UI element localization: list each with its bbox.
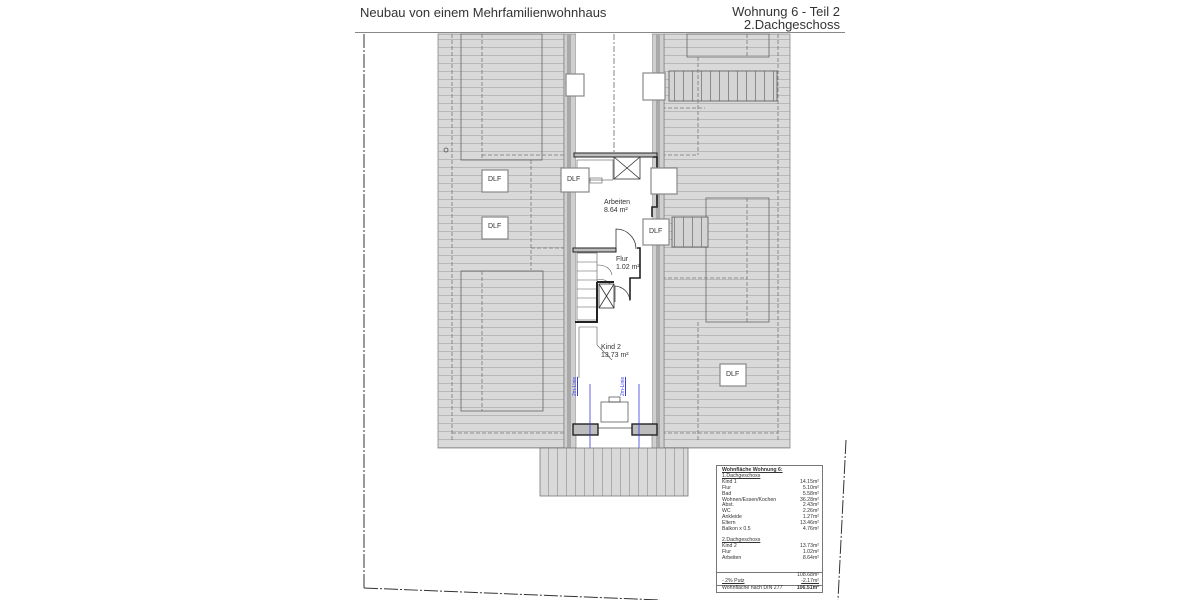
height-line-label: 2m-Linie [620, 376, 626, 396]
room-area: 1.02 m² [616, 264, 640, 271]
skylights [481, 72, 747, 387]
skylight-label: DLF [567, 176, 581, 183]
property-boundary [363, 34, 847, 600]
subtotal-row: 108.68m² [797, 572, 819, 579]
central-walls [563, 33, 665, 449]
roof-left [437, 33, 572, 449]
room-name: Flur [616, 256, 629, 263]
balcony [539, 447, 689, 497]
section-title: 2.Dachgeschoss [722, 536, 761, 543]
room-label-arbeiten: Arbeiten 8.64 m² [604, 199, 630, 215]
section-title: 1.Dachgeschoss [722, 472, 761, 479]
room-area: 8.64 m² [604, 207, 628, 214]
totals-block: 108.68m² - 2% Putz-2.17m² Wohnfläche nac… [717, 572, 822, 592]
floor-name: 2.Dachgeschoss [743, 17, 840, 32]
table-heading: Wohnfläche Wohnung 6: [722, 467, 783, 473]
room-label-flur: Flur 1.02 m² [616, 256, 640, 272]
skylight-label: DLF [488, 176, 502, 183]
room-area: 13.73 m² [601, 352, 629, 359]
interior [572, 152, 658, 448]
living-area-table: Wohnfläche Wohnung 6: 1.Dachgeschoss Kin… [716, 465, 823, 593]
skylight-label: DLF [488, 223, 502, 230]
deduction-row: - 2% Putz-2.17m² [722, 578, 819, 585]
skylight-label: DLF [726, 371, 740, 378]
room-label-kind-2: Kind 2 13.73 m² [601, 344, 629, 360]
room-name: Kind 2 [601, 344, 621, 351]
sheet-title: Wohnung 6 - Teil 2 [732, 4, 840, 19]
height-line-label: 2m-Linie [572, 376, 578, 396]
table-row: Abst.2.43m² [722, 502, 819, 509]
project-title: Neubau von einem Mehrfamilienwohnhaus [360, 5, 607, 20]
sheet-title-block: Wohnung 6 - Teil 2 2.Dachgeschoss [732, 5, 840, 31]
skylight-label: DLF [649, 228, 663, 235]
room-name: Arbeiten [604, 199, 631, 206]
header-divider [355, 32, 845, 33]
